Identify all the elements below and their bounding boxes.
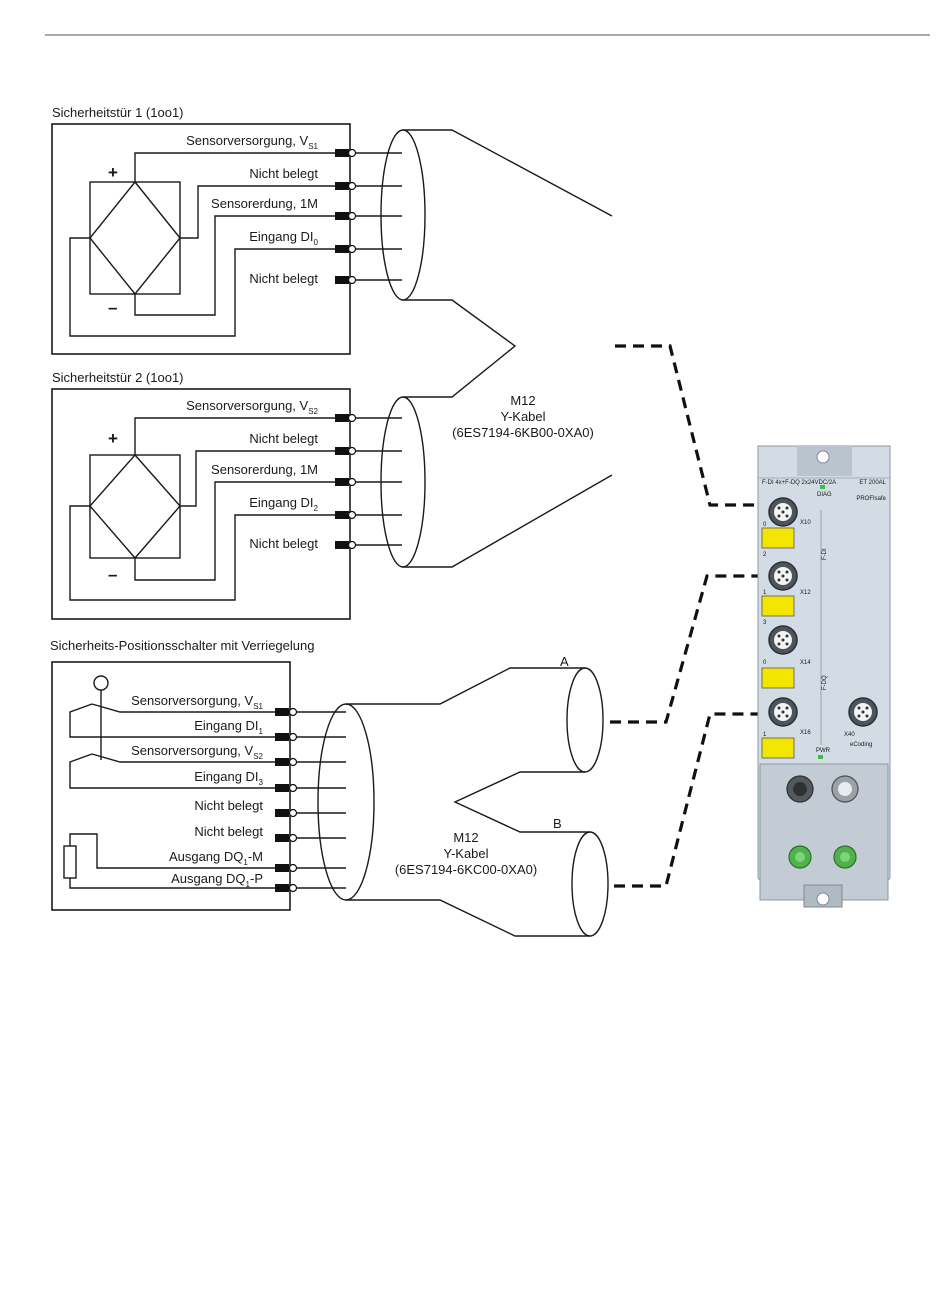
port-number: 3 bbox=[763, 620, 767, 626]
door2-minus: – bbox=[108, 565, 117, 584]
switch-pin-label: Ausgang DQ1-M bbox=[169, 849, 263, 867]
door2-terminals bbox=[335, 413, 357, 550]
door1-pin-label: Eingang DI0 bbox=[249, 229, 318, 247]
port-label-x14: X14 bbox=[800, 660, 811, 666]
module-bus-label: PROFIsafe bbox=[856, 496, 886, 502]
switch-pin-label: Nicht belegt bbox=[194, 824, 263, 839]
door2-bridge bbox=[89, 453, 181, 560]
door1-bridge bbox=[89, 180, 181, 296]
y-cable-2 bbox=[317, 667, 609, 937]
door2-plus: + bbox=[108, 429, 118, 448]
module-pwr-label: PWR bbox=[816, 748, 831, 754]
switch-pin-label: Sensorversorgung, VS1 bbox=[131, 693, 263, 711]
port-number: 1 bbox=[763, 732, 767, 738]
module-group-dq: F-DQ bbox=[822, 675, 828, 690]
door1-minus: – bbox=[108, 298, 117, 317]
door2-pin-label: Eingang DI2 bbox=[249, 495, 318, 513]
port-x14 bbox=[761, 625, 798, 689]
port-number: 2 bbox=[763, 552, 767, 558]
cable1-label: Y-Kabel bbox=[500, 409, 545, 424]
diag-led bbox=[820, 485, 825, 489]
door2-title: Sicherheitstür 2 (1oo1) bbox=[52, 370, 184, 385]
port-number: 0 bbox=[763, 522, 767, 528]
cable2-branch-b: B bbox=[553, 816, 562, 831]
pwr-led bbox=[818, 755, 823, 759]
door2-pin-label: Sensorversorgung, VS2 bbox=[186, 398, 318, 416]
switch-terminals bbox=[275, 707, 298, 893]
module-product-label: ET 200AL bbox=[859, 480, 886, 486]
power-connectors bbox=[786, 775, 859, 803]
dashed-connections bbox=[610, 344, 765, 888]
port-label-x40: X40 bbox=[844, 732, 855, 738]
switch-title: Sicherheits-Positionsschalter mit Verrie… bbox=[50, 638, 314, 653]
door1-box bbox=[51, 123, 351, 355]
door1-pin-label: Nicht belegt bbox=[249, 166, 318, 181]
switch-pin-label: Eingang DI1 bbox=[194, 718, 263, 736]
door1-pin-label: Sensorerdung, 1M bbox=[211, 196, 318, 211]
module-type-label: F-DI 4x+F-DQ 2x24VDC/2A bbox=[762, 480, 836, 486]
cable2-branch-a: A bbox=[560, 654, 569, 669]
switch-cable-wires bbox=[297, 711, 346, 889]
y-cable-1 bbox=[380, 129, 613, 568]
door2-pin-label: Nicht belegt bbox=[249, 431, 318, 446]
port-number: 1 bbox=[763, 590, 767, 596]
port-x12 bbox=[761, 561, 798, 617]
port-label-x16: X16 bbox=[800, 730, 811, 736]
switch-pin-label: Eingang DI3 bbox=[194, 769, 263, 787]
door2-pin-label: Sensorerdung, 1M bbox=[211, 462, 318, 477]
switch-pin-label: Sensorversorgung, VS2 bbox=[131, 743, 263, 761]
cable1-label: M12 bbox=[510, 393, 535, 408]
cable2-label: M12 bbox=[453, 830, 478, 845]
module-group-di: F-DI bbox=[822, 548, 828, 560]
port-label-x12: X12 bbox=[800, 590, 811, 596]
door2-pin-label: Nicht belegt bbox=[249, 536, 318, 551]
port-x10 bbox=[761, 497, 798, 549]
door1-plus: + bbox=[108, 163, 118, 182]
door1-cable-wires bbox=[356, 152, 402, 281]
door1-pin-label: Sensorversorgung, VS1 bbox=[186, 133, 318, 151]
port-x40 bbox=[848, 697, 878, 727]
module-diag-label: DIAG bbox=[817, 492, 832, 498]
door1-wiring bbox=[69, 152, 345, 337]
switch-pin-label: Ausgang DQ1-P bbox=[171, 871, 263, 889]
port-label-x10: X10 bbox=[800, 520, 811, 526]
port-number: 0 bbox=[763, 660, 767, 666]
switch-pin-label: Nicht belegt bbox=[194, 798, 263, 813]
door1-title: Sicherheitstür 1 (1oo1) bbox=[52, 105, 184, 120]
et200al-module: F-DI 4x+F-DQ 2x24VDC/2A ET 200AL PROFIsa… bbox=[757, 445, 891, 908]
bus-connectors bbox=[788, 845, 857, 869]
door2-cable-wires bbox=[356, 417, 402, 546]
door1-terminals bbox=[335, 148, 357, 285]
door1-pin-label: Nicht belegt bbox=[249, 271, 318, 286]
ecoding-label: eCoding bbox=[850, 742, 872, 748]
cable2-label: Y-Kabel bbox=[443, 846, 488, 861]
port-x16 bbox=[761, 697, 798, 759]
door2-box bbox=[51, 388, 351, 620]
cable1-label: (6ES7194-6KB00-0XA0) bbox=[452, 425, 594, 440]
door2-wiring bbox=[69, 417, 345, 601]
cable2-label: (6ES7194-6KC00-0XA0) bbox=[395, 862, 537, 877]
